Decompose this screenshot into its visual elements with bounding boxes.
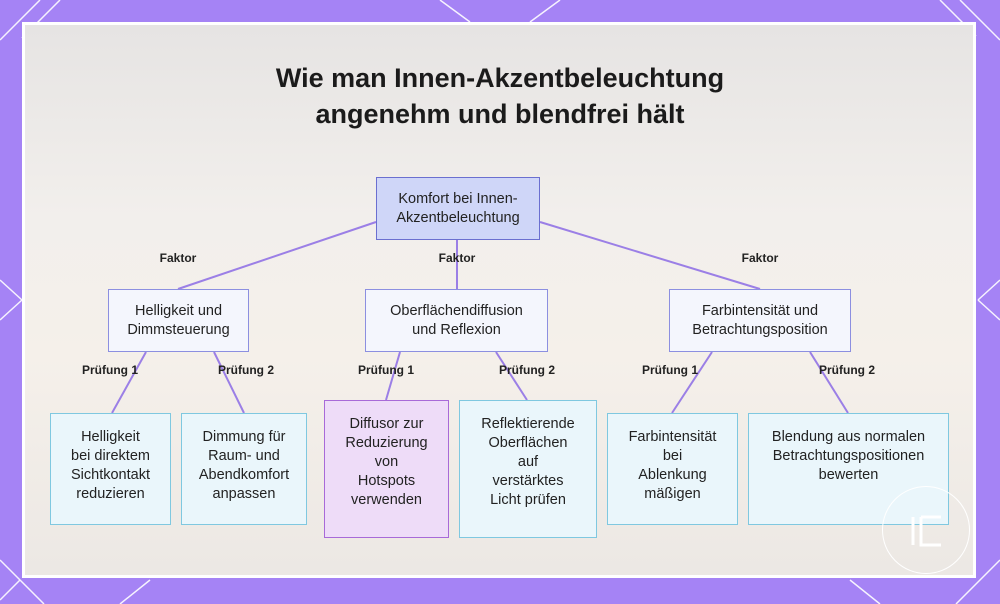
factor-node-label: Helligkeit und Dimmsteuerung: [127, 302, 229, 340]
edge-root-factor-1: [178, 222, 376, 289]
edge-f3-c1: [672, 352, 712, 413]
edge-f1-c1: [112, 352, 146, 413]
edge-label-check: Prüfung 1: [642, 363, 698, 377]
check-node: Dimmung für Raum- und Abendkomfort anpas…: [181, 413, 307, 525]
edge-label-factor-2: Faktor: [439, 251, 476, 265]
check-node-highlighted: Diffusor zur Reduzierung von Hotspots ve…: [324, 400, 449, 538]
edge-f1-c2: [214, 352, 244, 413]
edge-label-factor-3: Faktor: [742, 251, 779, 265]
edge-label-factor-1: Faktor: [160, 251, 197, 265]
edge-f3-c2: [810, 352, 848, 413]
logo-mark-icon: [882, 486, 970, 574]
root-node: Komfort bei Innen- Akzentbeleuchtung: [376, 177, 540, 240]
edge-label-check: Prüfung 2: [819, 363, 875, 377]
root-node-label: Komfort bei Innen- Akzentbeleuchtung: [396, 190, 519, 228]
edge-root-factor-3: [540, 222, 760, 289]
check-node-label: Farbintensität bei Ablenkung mäßigen: [629, 428, 717, 504]
edge-label-check: Prüfung 1: [358, 363, 414, 377]
factor-node-color: Farbintensität und Betrachtungsposition: [669, 289, 851, 352]
factor-node-label: Oberflächendiffusion und Reflexion: [390, 302, 523, 340]
check-node: Reflektierende Oberflächen auf verstärkt…: [459, 400, 597, 538]
factor-node-brightness: Helligkeit und Dimmsteuerung: [108, 289, 249, 352]
check-node-label: Helligkeit bei direktem Sichtkontakt red…: [71, 428, 150, 504]
check-node-label: Dimmung für Raum- und Abendkomfort anpas…: [199, 428, 289, 504]
edge-label-check: Prüfung 2: [218, 363, 274, 377]
factor-node-diffusion: Oberflächendiffusion und Reflexion: [365, 289, 548, 352]
edge-label-check: Prüfung 1: [82, 363, 138, 377]
check-node-label: Diffusor zur Reduzierung von Hotspots ve…: [345, 415, 427, 510]
edge-label-check: Prüfung 2: [499, 363, 555, 377]
check-node-label: Blendung aus normalen Betrachtungspositi…: [772, 428, 925, 485]
check-node: Helligkeit bei direktem Sichtkontakt red…: [50, 413, 171, 525]
check-node: Farbintensität bei Ablenkung mäßigen: [607, 413, 738, 525]
check-node-label: Reflektierende Oberflächen auf verstärkt…: [481, 415, 575, 510]
factor-node-label: Farbintensität und Betrachtungsposition: [692, 302, 827, 340]
